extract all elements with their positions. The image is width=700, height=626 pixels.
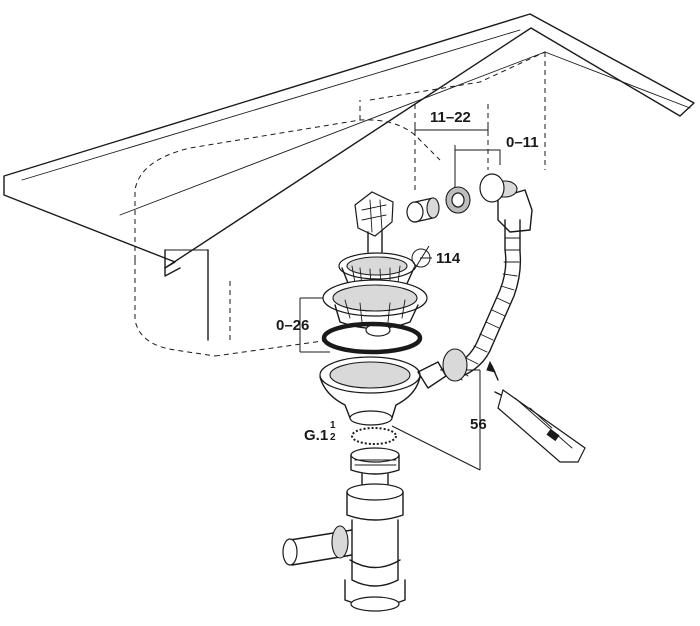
overflow-length-label: 56 (470, 416, 487, 433)
thread-fraction-numerator: 1 (330, 420, 336, 431)
overflow-cap (406, 186, 471, 223)
dimension-label-0-26: 0–26 (276, 317, 310, 334)
thread-size-label: G.1 (304, 427, 329, 444)
dimension-label-0-11: 0–11 (506, 134, 539, 151)
diameter-symbol-icon (411, 245, 431, 271)
dimension-label-11-22: 11–22 (430, 109, 471, 126)
thread-fraction-denominator: 2 (330, 432, 336, 443)
drain-flange (322, 279, 428, 337)
sink-outline (3, 13, 695, 357)
bottle-trap (282, 447, 406, 612)
overflow-pipe (442, 173, 533, 382)
thread-nut (351, 427, 397, 445)
strainer-basket (338, 191, 416, 295)
cutter-knife-icon (486, 360, 586, 463)
diameter-value-label: 114 (436, 250, 461, 267)
gasket-ring (321, 321, 423, 355)
drain-bowl (319, 356, 447, 426)
